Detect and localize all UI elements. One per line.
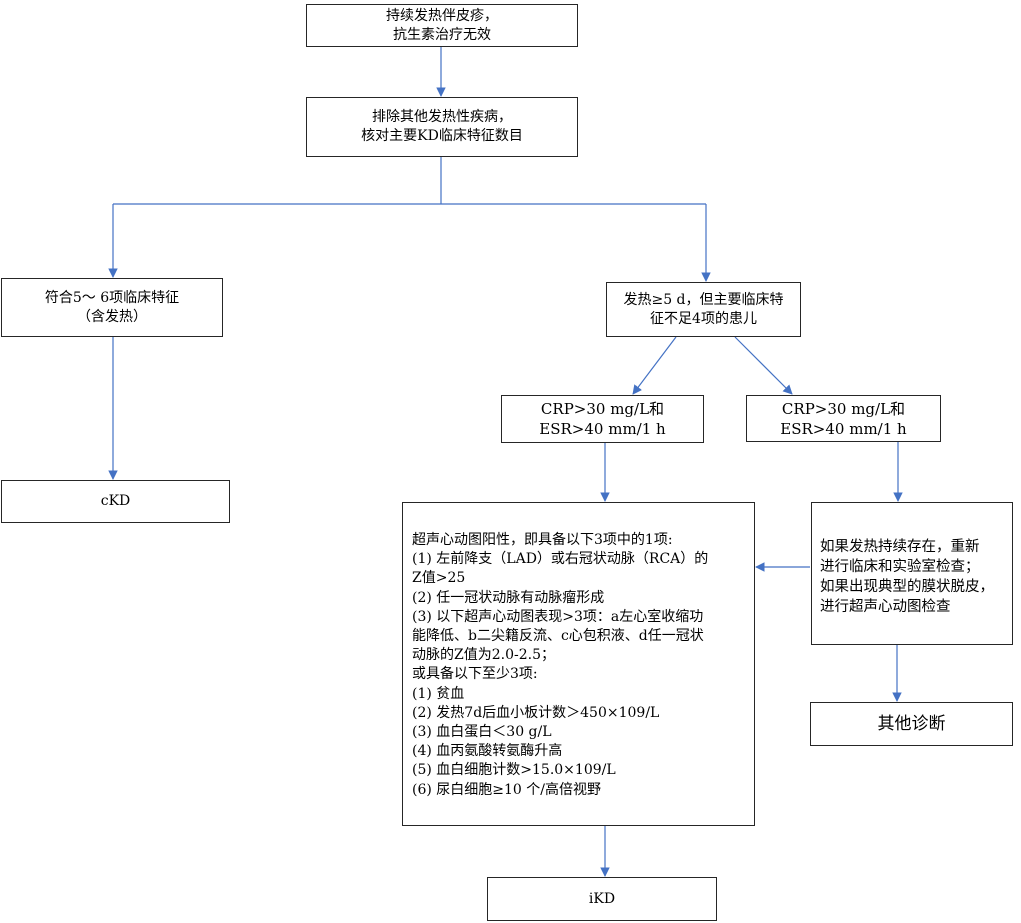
arrow-fever-lt4-to-crp-b: [734, 336, 793, 395]
node-crp-b-text: CRP>30 mg/L和 ESR>40 mm/1 h: [780, 399, 907, 438]
node-crp-b: CRP>30 mg/L和 ESR>40 mm/1 h: [746, 395, 941, 442]
node-other-diagnosis-text: 其他诊断: [877, 714, 946, 734]
node-criteria-5-6: 符合5～ 6项临床特征 （含发热）: [1, 278, 223, 337]
node-exclude-text: 排除其他发热性疾病， 核对主要KD临床特征数目: [361, 109, 523, 144]
node-ckd: cKD: [1, 480, 230, 523]
node-other-diagnosis: 其他诊断: [810, 702, 1013, 746]
node-persist: 如果发热持续存在，重新 进行临床和实验室检查； 如果出现典型的膜状脱皮， 进行超…: [811, 502, 1013, 645]
node-ikd: iKD: [487, 877, 717, 921]
node-fever-lt4: 发热≥5 d，但主要临床特 征不足4项的患儿: [606, 282, 801, 337]
node-fever-rash: 持续发热伴皮疹， 抗生素治疗无效: [306, 4, 578, 47]
node-persist-text: 如果发热持续存在，重新 进行临床和实验室检查； 如果出现典型的膜状脱皮， 进行超…: [820, 539, 994, 615]
node-ckd-text: cKD: [100, 493, 131, 509]
arrow-fever-lt4-to-crp-a: [632, 336, 677, 395]
node-echo-criteria-text: 超声心动图阳性，即具备以下3项中的1项: (1) 左前降支（LAD）或右冠状动脉…: [412, 532, 709, 798]
node-criteria-5-6-text: 符合5～ 6项临床特征 （含发热）: [44, 289, 180, 325]
node-exclude: 排除其他发热性疾病， 核对主要KD临床特征数目: [306, 97, 578, 157]
node-crp-a: CRP>30 mg/L和 ESR>40 mm/1 h: [501, 395, 704, 443]
node-fever-rash-text: 持续发热伴皮疹， 抗生素治疗无效: [386, 7, 498, 43]
node-echo-criteria: 超声心动图阳性，即具备以下3项中的1项: (1) 左前降支（LAD）或右冠状动脉…: [402, 502, 755, 826]
node-crp-a-text: CRP>30 mg/L和 ESR>40 mm/1 h: [539, 400, 666, 438]
node-ikd-text: iKD: [588, 890, 616, 907]
node-fever-lt4-text: 发热≥5 d，但主要临床特 征不足4项的患儿: [623, 291, 784, 327]
